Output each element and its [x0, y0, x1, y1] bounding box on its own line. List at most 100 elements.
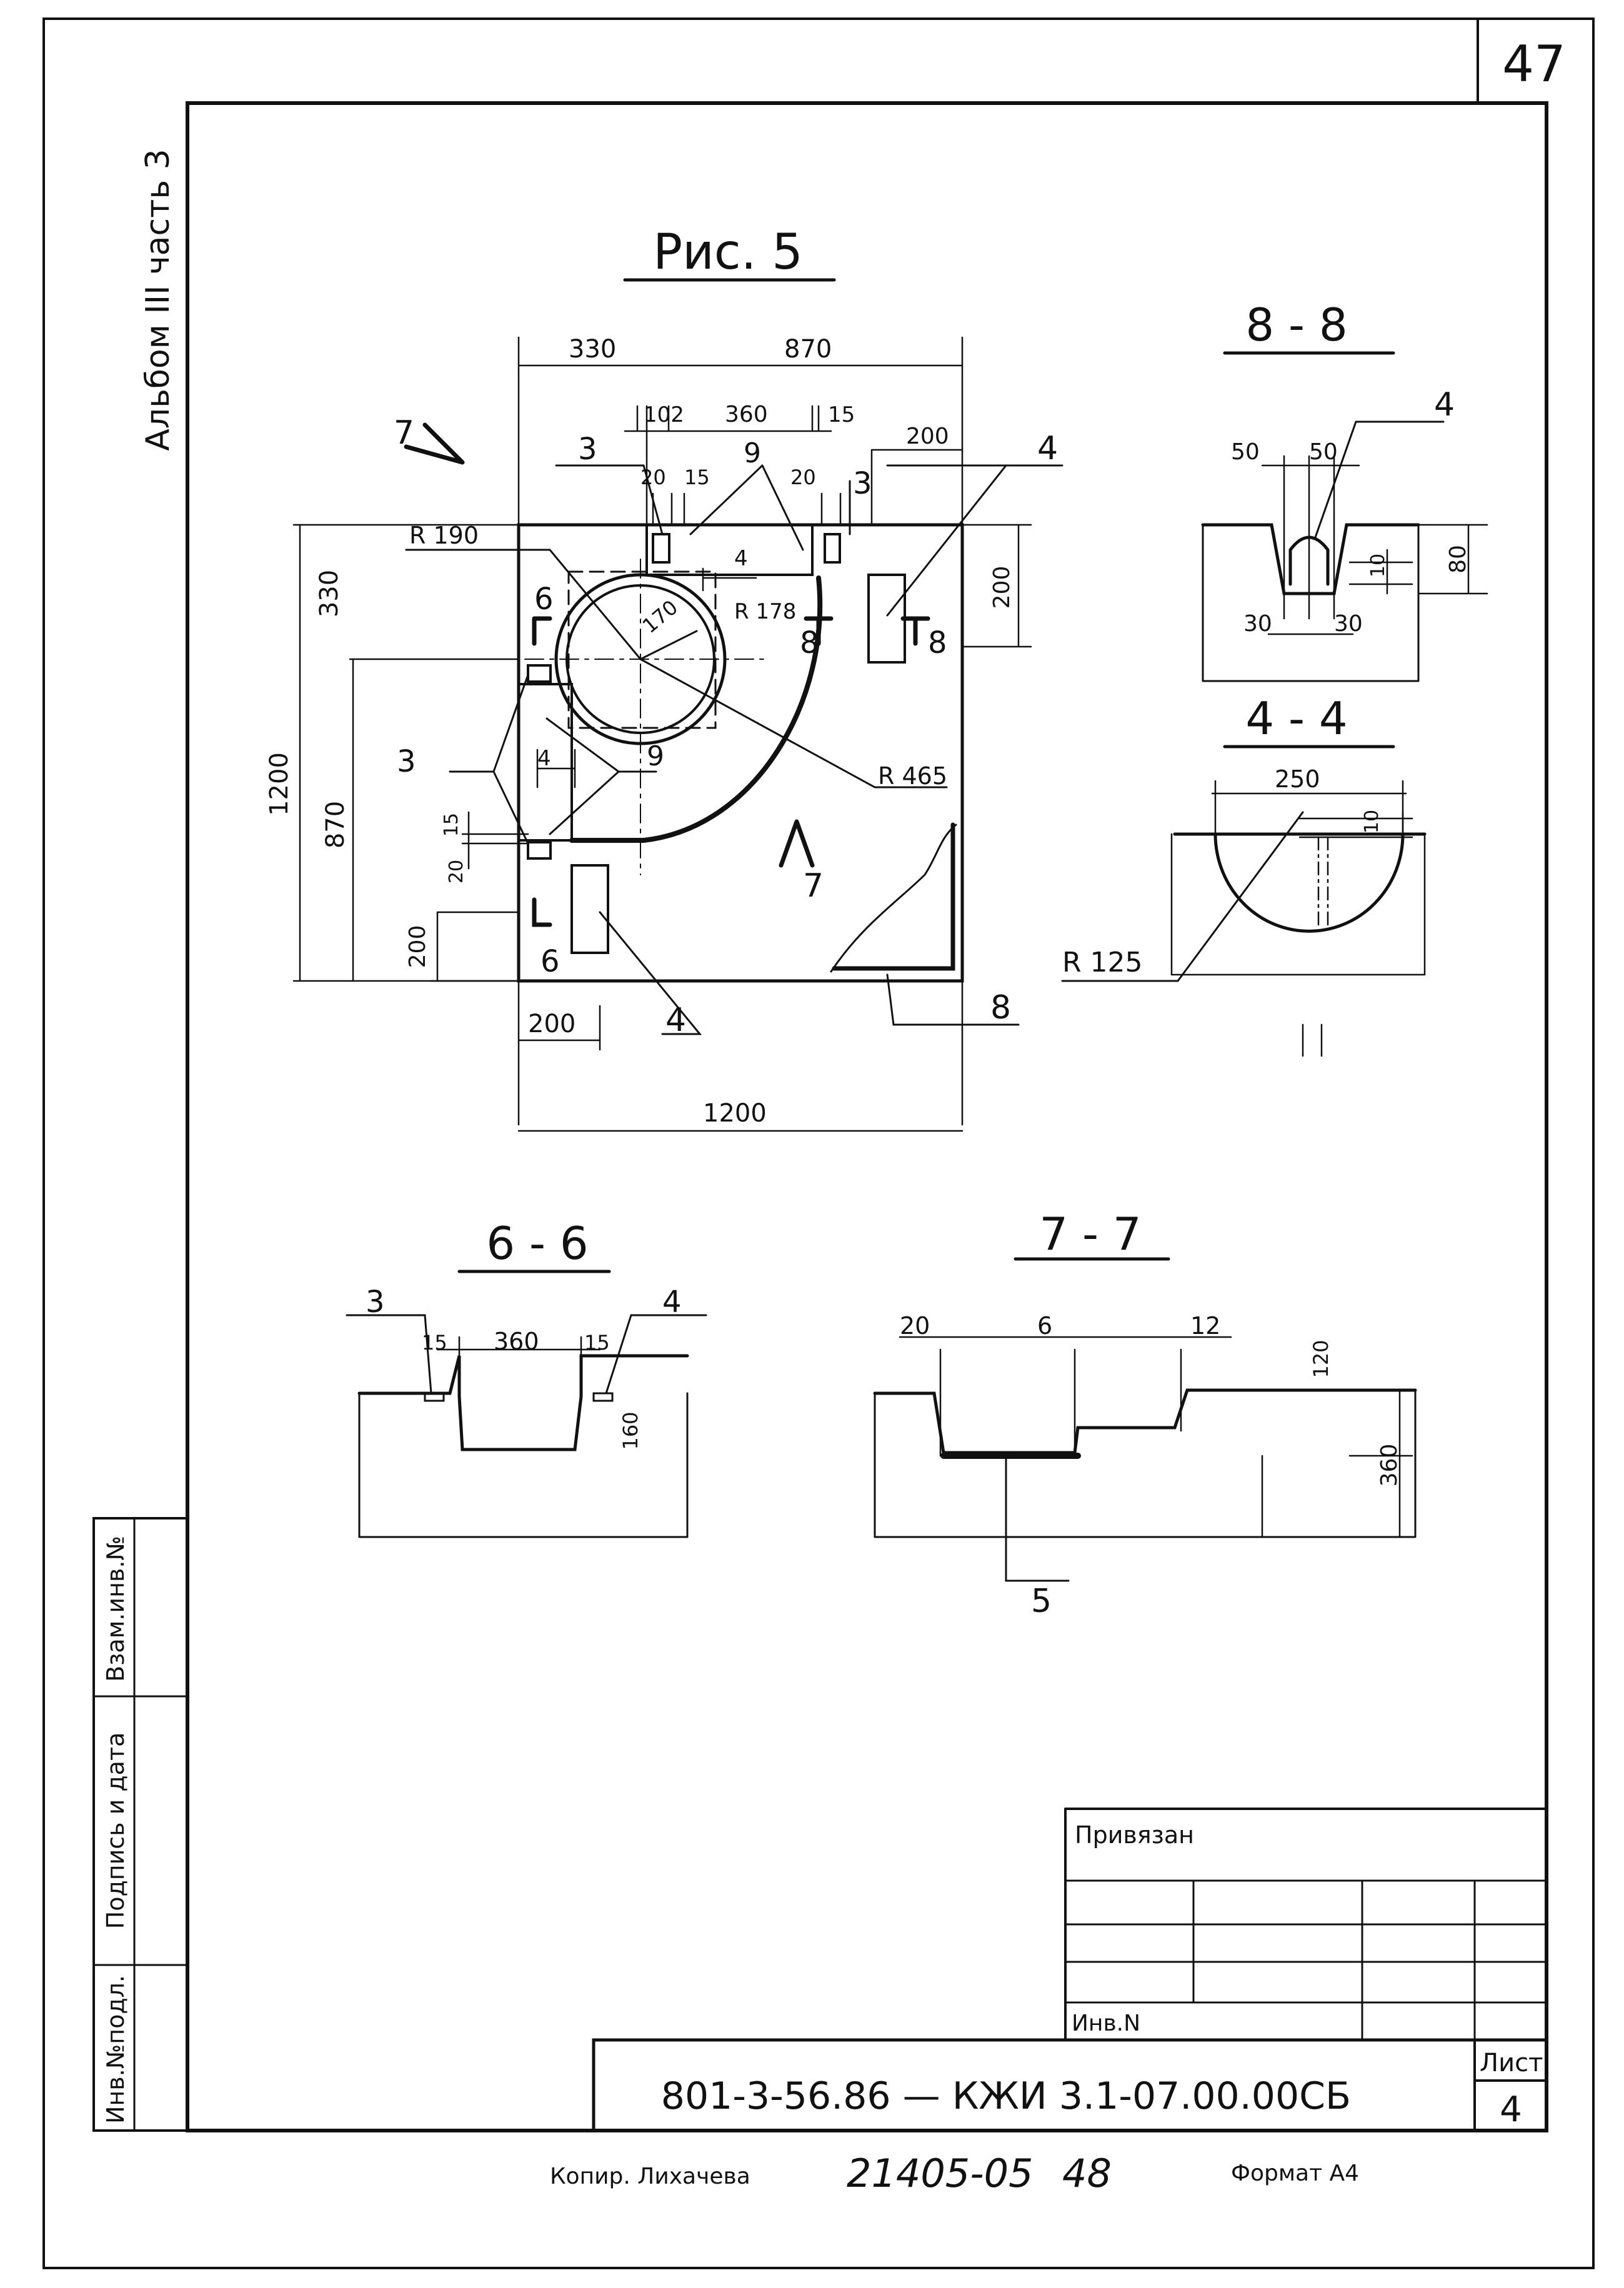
dim-4a: 4 [734, 546, 748, 571]
section-7-7: 7 - 7 [873, 1208, 1417, 1582]
section-66-callout-4: 4 [662, 1285, 682, 1320]
section-mark-7a: 7 [394, 414, 414, 452]
pocket-3b [824, 533, 841, 564]
stamp-inv-podl: Инв.№подл. [102, 1975, 129, 2124]
pocket-3c [527, 664, 552, 683]
dashed-outline [567, 570, 717, 729]
pocket-4a [867, 574, 906, 664]
dim-870-left: 870 [321, 801, 350, 848]
dim-80: 80 [1445, 545, 1471, 574]
dim-102: 102 [644, 402, 684, 427]
section-arrows [404, 422, 930, 927]
stamp-podpis: Подпись и дата [102, 1733, 129, 1929]
stamp-vzam: Взам.инв.№ [102, 1536, 129, 1682]
dim-330-top: 330 [569, 335, 616, 364]
radius-r190: R 190 [409, 522, 479, 549]
dim-4b: 4 [537, 746, 551, 771]
r190-leader [405, 549, 642, 660]
title-block [592, 1808, 1548, 2132]
r465-leader [639, 658, 948, 788]
dim-10-44: 10 [1361, 810, 1383, 833]
dim-15-left: 15 [441, 813, 462, 837]
dim-15: 15 [828, 402, 855, 427]
r178-leader [639, 630, 698, 660]
dim-870-top: 870 [784, 335, 832, 364]
section-77-title: 7 - 7 [1039, 1208, 1141, 1260]
callout-3c: 3 [397, 744, 416, 779]
inner-frame [186, 101, 1548, 2132]
section-88-title: 8 - 8 [1245, 299, 1347, 351]
section-77-texts: 20 6 12 120 360 5 [900, 1312, 1402, 1620]
dim-360-66: 360 [494, 1328, 539, 1355]
dim-10-88: 10 [1367, 554, 1389, 577]
dim-1200-left: 1200 [265, 752, 294, 816]
radius-r125: R 125 [1062, 947, 1143, 978]
side-stamp [92, 1517, 189, 2132]
dim-330-left: 330 [315, 570, 344, 617]
callout-3b: 3 [853, 466, 872, 501]
dim-15-66a: 15 [422, 1331, 447, 1355]
section-88-callout: 4 [1434, 386, 1455, 424]
dim-20b: 20 [790, 465, 816, 489]
album-label: Альбом III часть 3 [139, 149, 177, 450]
plan-dimension-lines [292, 336, 1032, 1132]
outer-frame [42, 17, 1595, 2269]
radius-r465: R 465 [878, 762, 947, 790]
plate-outline [517, 523, 964, 983]
dim-12-77: 12 [1190, 1312, 1220, 1340]
pocket-3a [652, 533, 670, 564]
dim-30a: 30 [1243, 611, 1272, 637]
corner-edge-8 [832, 822, 955, 971]
tb-privyazan: Привязан [1075, 1821, 1194, 1849]
callout-4b: 4 [665, 1002, 686, 1039]
top-channel [645, 524, 814, 576]
dim-50b: 50 [1309, 439, 1338, 465]
tb-code: 801-3-56.86 — КЖИ 3.1-07.00.00СБ [661, 2074, 1351, 2118]
dim-360-77: 360 [1377, 1444, 1402, 1487]
section-44-title: 4 - 4 [1245, 692, 1347, 745]
callout-9a: 9 [744, 437, 761, 469]
tb-sheet-label: Лист [1480, 2049, 1543, 2077]
radius-170: 170 [638, 595, 682, 638]
section-mark-6a: 6 [534, 582, 554, 617]
tb-sheet-number: 4 [1500, 2089, 1522, 2130]
dim-20-left: 20 [446, 860, 467, 883]
callout-3a: 3 [578, 432, 597, 467]
section-66-title: 6 - 6 [486, 1217, 588, 1270]
section-4-4: 4 - 4 [1061, 692, 1427, 1057]
page-number: 47 [1502, 35, 1566, 93]
callout-4a: 4 [1037, 430, 1058, 467]
pocket-4b [570, 864, 609, 954]
dim-50a: 50 [1231, 439, 1260, 465]
left-channel [517, 683, 573, 842]
section-88-texts: 4 50 50 30 30 10 80 [1231, 386, 1471, 637]
dim-6-77: 6 [1037, 1312, 1052, 1340]
dim-200-top: 200 [906, 424, 949, 449]
section-44-texts: 250 10 R 125 [1062, 765, 1383, 978]
side-stamp-texts: Инв.№подл. Подпись и дата Взам.инв.№ [102, 1536, 129, 2124]
section-mark-7b: 7 [803, 867, 824, 905]
dim-120: 120 [1309, 1340, 1333, 1378]
dim-15-66b: 15 [584, 1331, 610, 1355]
callout-8: 8 [990, 989, 1011, 1027]
dim-360: 360 [725, 402, 768, 427]
figure-title: Рис. 5 [653, 224, 803, 281]
dim-200-bottom: 200 [528, 1010, 575, 1038]
format-label: Формат А4 [1231, 2161, 1359, 2186]
section-6-6: 6 - 6 [346, 1217, 707, 1538]
radius-r178: R 178 [734, 599, 796, 624]
copy-number: 21405-05 [847, 2151, 1034, 2196]
callout-9b: 9 [647, 740, 664, 772]
dim-200-right: 200 [989, 566, 1015, 609]
section-mark-8a: 8 [800, 625, 819, 660]
plan-callout-leaders [449, 464, 1064, 1035]
dim-1200-bottom: 1200 [703, 1099, 767, 1128]
pocket-3d [527, 841, 552, 860]
dim-20a: 20 [640, 465, 666, 489]
section-77-callout-5: 5 [1031, 1583, 1052, 1620]
tb-inv-n: Инв.N [1072, 2011, 1140, 2036]
dim-15b: 15 [684, 465, 710, 489]
break-line [830, 823, 957, 973]
section-66-callout-3: 3 [366, 1285, 385, 1320]
